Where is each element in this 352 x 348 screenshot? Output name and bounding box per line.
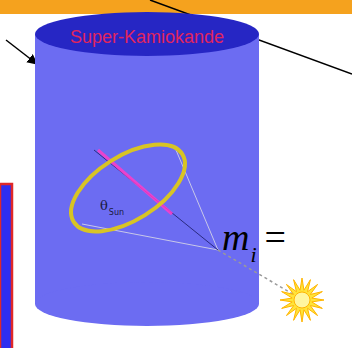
detector-cylinder: Super-Kamiokande: [35, 12, 259, 326]
pointer-arrow: [6, 40, 37, 64]
math-symbol: m: [222, 218, 249, 256]
detector-name: Super-Kamiokande: [70, 27, 224, 48]
sun-core: [294, 292, 310, 308]
cylinder-top: [35, 12, 259, 56]
angle-subscript: Sun: [109, 209, 124, 217]
sun-rays: [280, 278, 324, 322]
sun-icon: [280, 278, 324, 322]
math-subscript: i: [250, 244, 256, 266]
cylinder-outline: [35, 12, 259, 326]
cylinder-bottom: [35, 282, 259, 326]
cylinder-body: [35, 34, 259, 304]
math-operator: =: [265, 218, 286, 256]
angle-symbol: θ: [100, 199, 108, 212]
title-bar: [0, 0, 352, 14]
side-panel: [0, 184, 12, 348]
